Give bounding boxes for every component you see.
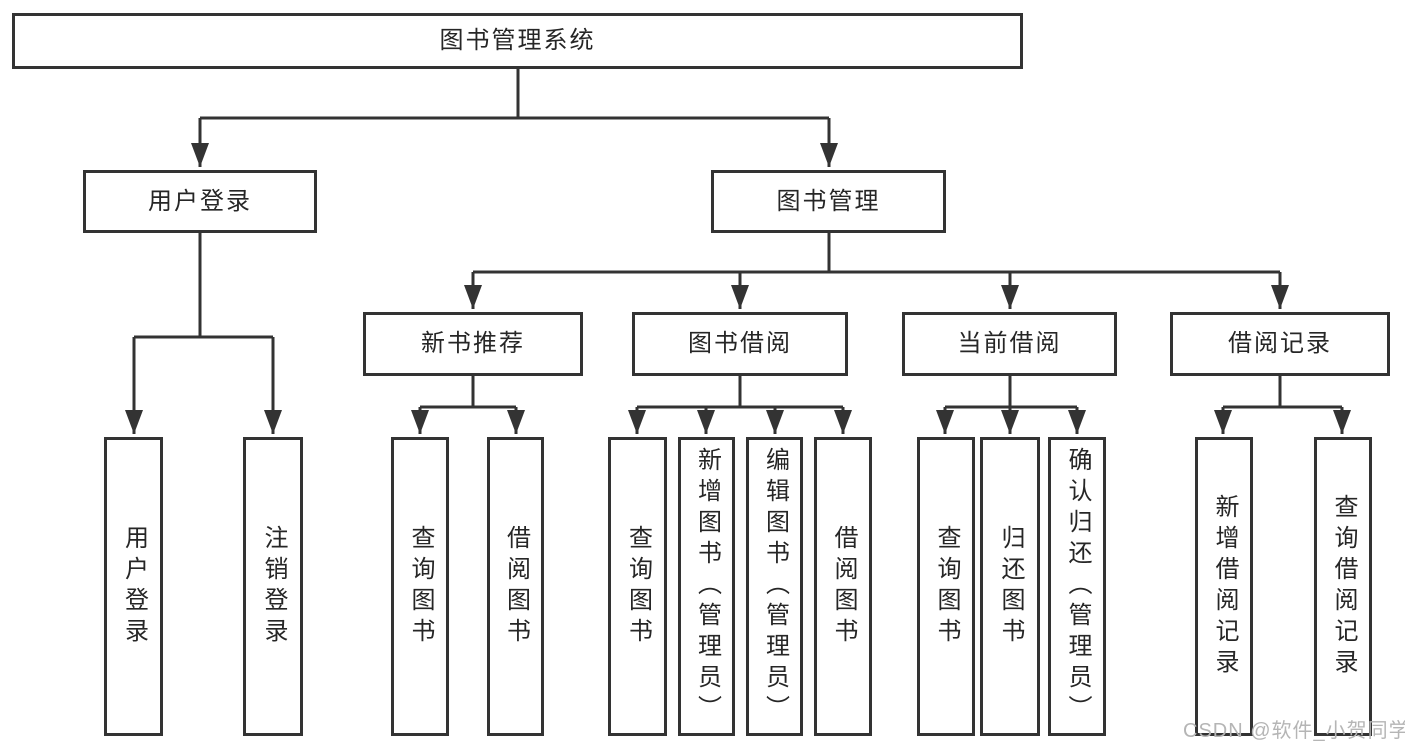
leaf-edit-book-admin: 编辑图书（管理员） (746, 437, 803, 736)
csdn-watermark: CSDN @软件_小贺同学 (1183, 720, 1405, 742)
node-book-borrow: 图书借阅 (632, 312, 848, 376)
leaf-return-book: 归还图书 (980, 437, 1040, 736)
leaf-logout: 注销登录 (243, 437, 303, 736)
node-current-borrow: 当前借阅 (902, 312, 1117, 376)
leaf-query-books-borrow: 查询图书 (608, 437, 667, 736)
leaf-borrow-books-recommend: 借阅图书 (487, 437, 544, 736)
leaf-user-login: 用户登录 (104, 437, 163, 736)
leaf-query-borrow-record: 查询借阅记录 (1314, 437, 1372, 736)
leaf-query-books-current: 查询图书 (917, 437, 975, 736)
node-new-book-recommend: 新书推荐 (363, 312, 583, 376)
node-root-system: 图书管理系统 (12, 13, 1023, 69)
leaf-confirm-return-admin: 确认归还（管理员） (1048, 437, 1106, 736)
leaf-add-book-admin: 新增图书（管理员） (678, 437, 735, 736)
node-borrow-records: 借阅记录 (1170, 312, 1390, 376)
node-user-login: 用户登录 (83, 170, 317, 233)
leaf-borrow-books: 借阅图书 (814, 437, 872, 736)
leaf-query-books-recommend: 查询图书 (391, 437, 449, 736)
leaf-add-borrow-record: 新增借阅记录 (1195, 437, 1253, 736)
node-book-management: 图书管理 (711, 170, 946, 233)
